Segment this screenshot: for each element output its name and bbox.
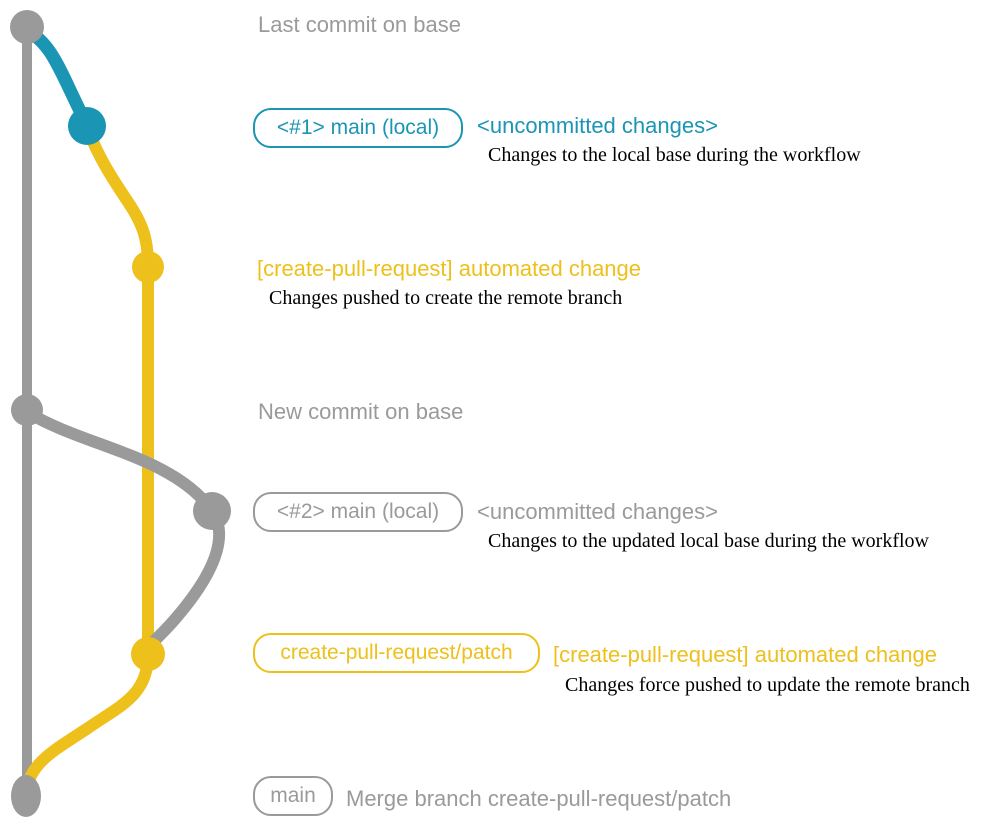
automated-change-title-2: [create-pull-request] automated change xyxy=(553,642,938,667)
uncommitted-changes-label-2: <uncommitted changes> xyxy=(477,499,718,524)
new-commit-label: New commit on base xyxy=(258,399,464,424)
uncommitted-changes-label-1: <uncommitted changes> xyxy=(477,113,718,138)
step4-description: Changes force pushed to update the remot… xyxy=(565,674,970,696)
automated-change-title-1: [create-pull-request] automated change xyxy=(257,256,642,281)
last-commit-label: Last commit on base xyxy=(258,12,461,37)
branch-badge-patch: create-pull-request/patch xyxy=(253,633,540,673)
step3-description: Changes to the updated local base during… xyxy=(488,530,929,552)
step2-description: Changes pushed to create the remote bran… xyxy=(269,287,623,309)
commit-dot-new-base xyxy=(11,394,43,426)
branch-badge-main-local-2: <#2> main (local) xyxy=(253,492,463,532)
commit-dot-local-main-1 xyxy=(68,107,106,145)
branch-badge-main: main xyxy=(253,776,333,816)
commit-dot-automated-change-2 xyxy=(131,637,165,671)
commit-dot-local-main-2 xyxy=(193,492,231,530)
commit-dot-automated-change-1 xyxy=(132,251,164,283)
local-main-branch-curve-2 xyxy=(21,406,226,658)
commit-dot-last-base xyxy=(10,10,44,44)
commit-dot-merge xyxy=(11,775,41,817)
step1-description: Changes to the local base during the wor… xyxy=(488,144,861,166)
branch-badge-main-local-1: <#1> main (local) xyxy=(253,108,463,148)
merge-commit-label: Merge branch create-pull-request/patch xyxy=(346,786,732,811)
